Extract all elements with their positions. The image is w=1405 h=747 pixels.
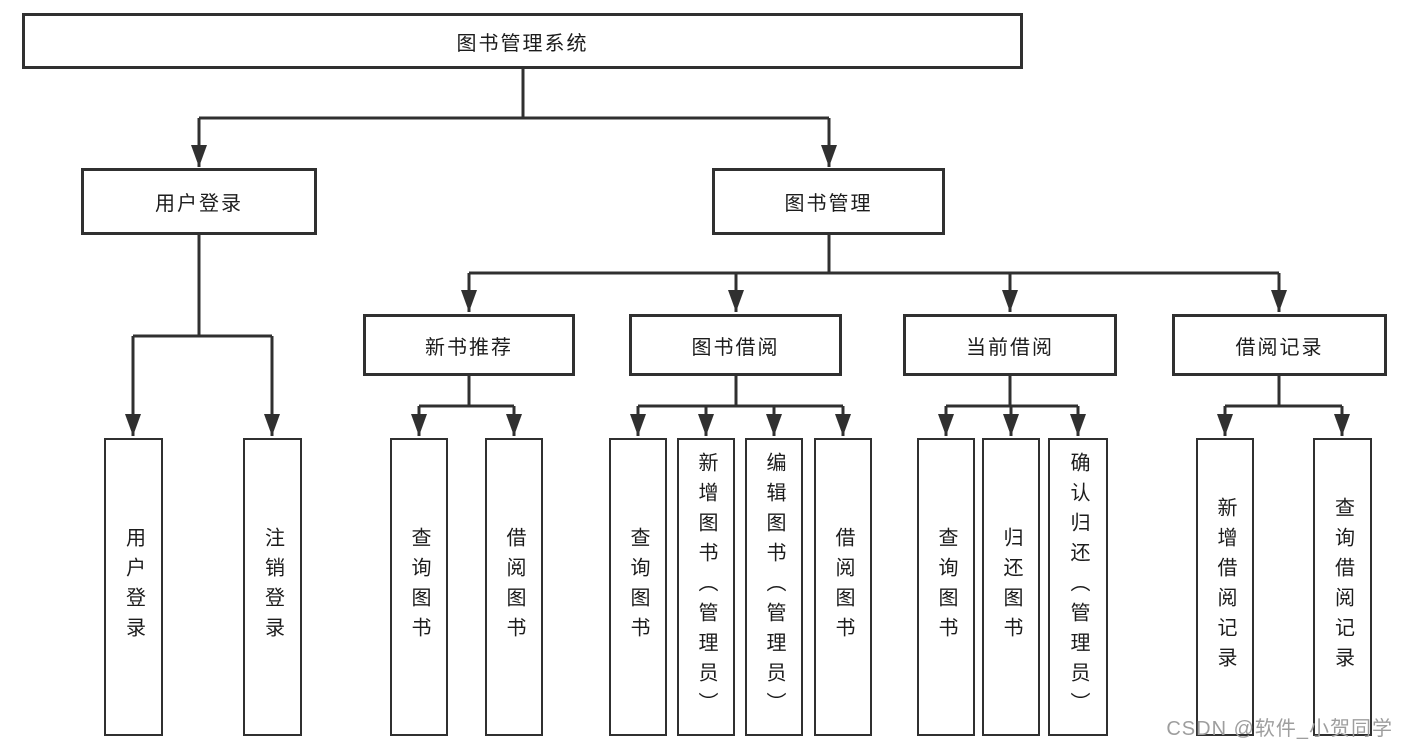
node-user-login-label: 用户登录 [155,193,243,215]
node-new-book-recommend: 新书推荐 [363,314,575,376]
node-book-borrowing: 图书借阅 [629,314,842,376]
node-new-book-recommend-label: 新书推荐 [425,336,513,359]
node-current-borrowing: 当前借阅 [903,314,1117,376]
leaf-query-books-borrowing-label: 查询图书 [627,527,649,647]
leaf-add-book-admin-label: 新增图书（管理员） [695,452,717,722]
node-user-login: 用户登录 [81,168,317,235]
node-root: 图书管理系统 [22,13,1023,69]
leaf-confirm-return-admin: 确认归还（管理员） [1048,438,1108,736]
leaf-query-books-recommend-label: 查询图书 [408,527,430,647]
leaf-borrow-books-recommend-label: 借阅图书 [503,527,525,647]
leaf-logout-label: 注销登录 [261,527,284,647]
leaf-query-books-borrowing: 查询图书 [609,438,667,736]
leaf-add-borrow-record: 新增借阅记录 [1196,438,1254,736]
leaf-user-login-label: 用户登录 [122,527,145,647]
leaf-query-books-current-label: 查询图书 [935,527,957,647]
leaf-query-books-current: 查询图书 [917,438,975,736]
leaf-logout: 注销登录 [243,438,302,736]
leaf-confirm-return-admin-label: 确认归还（管理员） [1067,452,1089,722]
node-current-borrowing-label: 当前借阅 [966,336,1054,359]
leaf-return-books-label: 归还图书 [1000,527,1022,647]
leaf-return-books: 归还图书 [982,438,1040,736]
node-book-borrowing-label: 图书借阅 [691,336,780,359]
leaf-edit-book-admin: 编辑图书（管理员） [745,438,803,736]
leaf-borrow-books-borrowing: 借阅图书 [814,438,872,736]
leaf-add-borrow-record-label: 新增借阅记录 [1214,497,1236,677]
node-root-label: 图书管理系统 [456,32,589,55]
leaf-add-book-admin: 新增图书（管理员） [677,438,735,736]
leaf-edit-book-admin-label: 编辑图书（管理员） [763,452,785,722]
node-book-management-label: 图书管理 [784,193,873,215]
csdn-watermark: CSDN @软件_小贺同学 [1166,718,1393,740]
node-borrowing-records: 借阅记录 [1172,314,1387,376]
leaf-query-books-recommend: 查询图书 [390,438,448,736]
leaf-user-login: 用户登录 [104,438,163,736]
leaf-borrow-books-borrowing-label: 借阅图书 [832,527,854,647]
leaf-query-borrow-record-label: 查询借阅记录 [1331,497,1354,677]
node-book-management: 图书管理 [712,168,945,235]
leaf-borrow-books-recommend: 借阅图书 [485,438,543,736]
node-borrowing-records-label: 借阅记录 [1235,336,1324,359]
leaf-query-borrow-record: 查询借阅记录 [1313,438,1372,736]
